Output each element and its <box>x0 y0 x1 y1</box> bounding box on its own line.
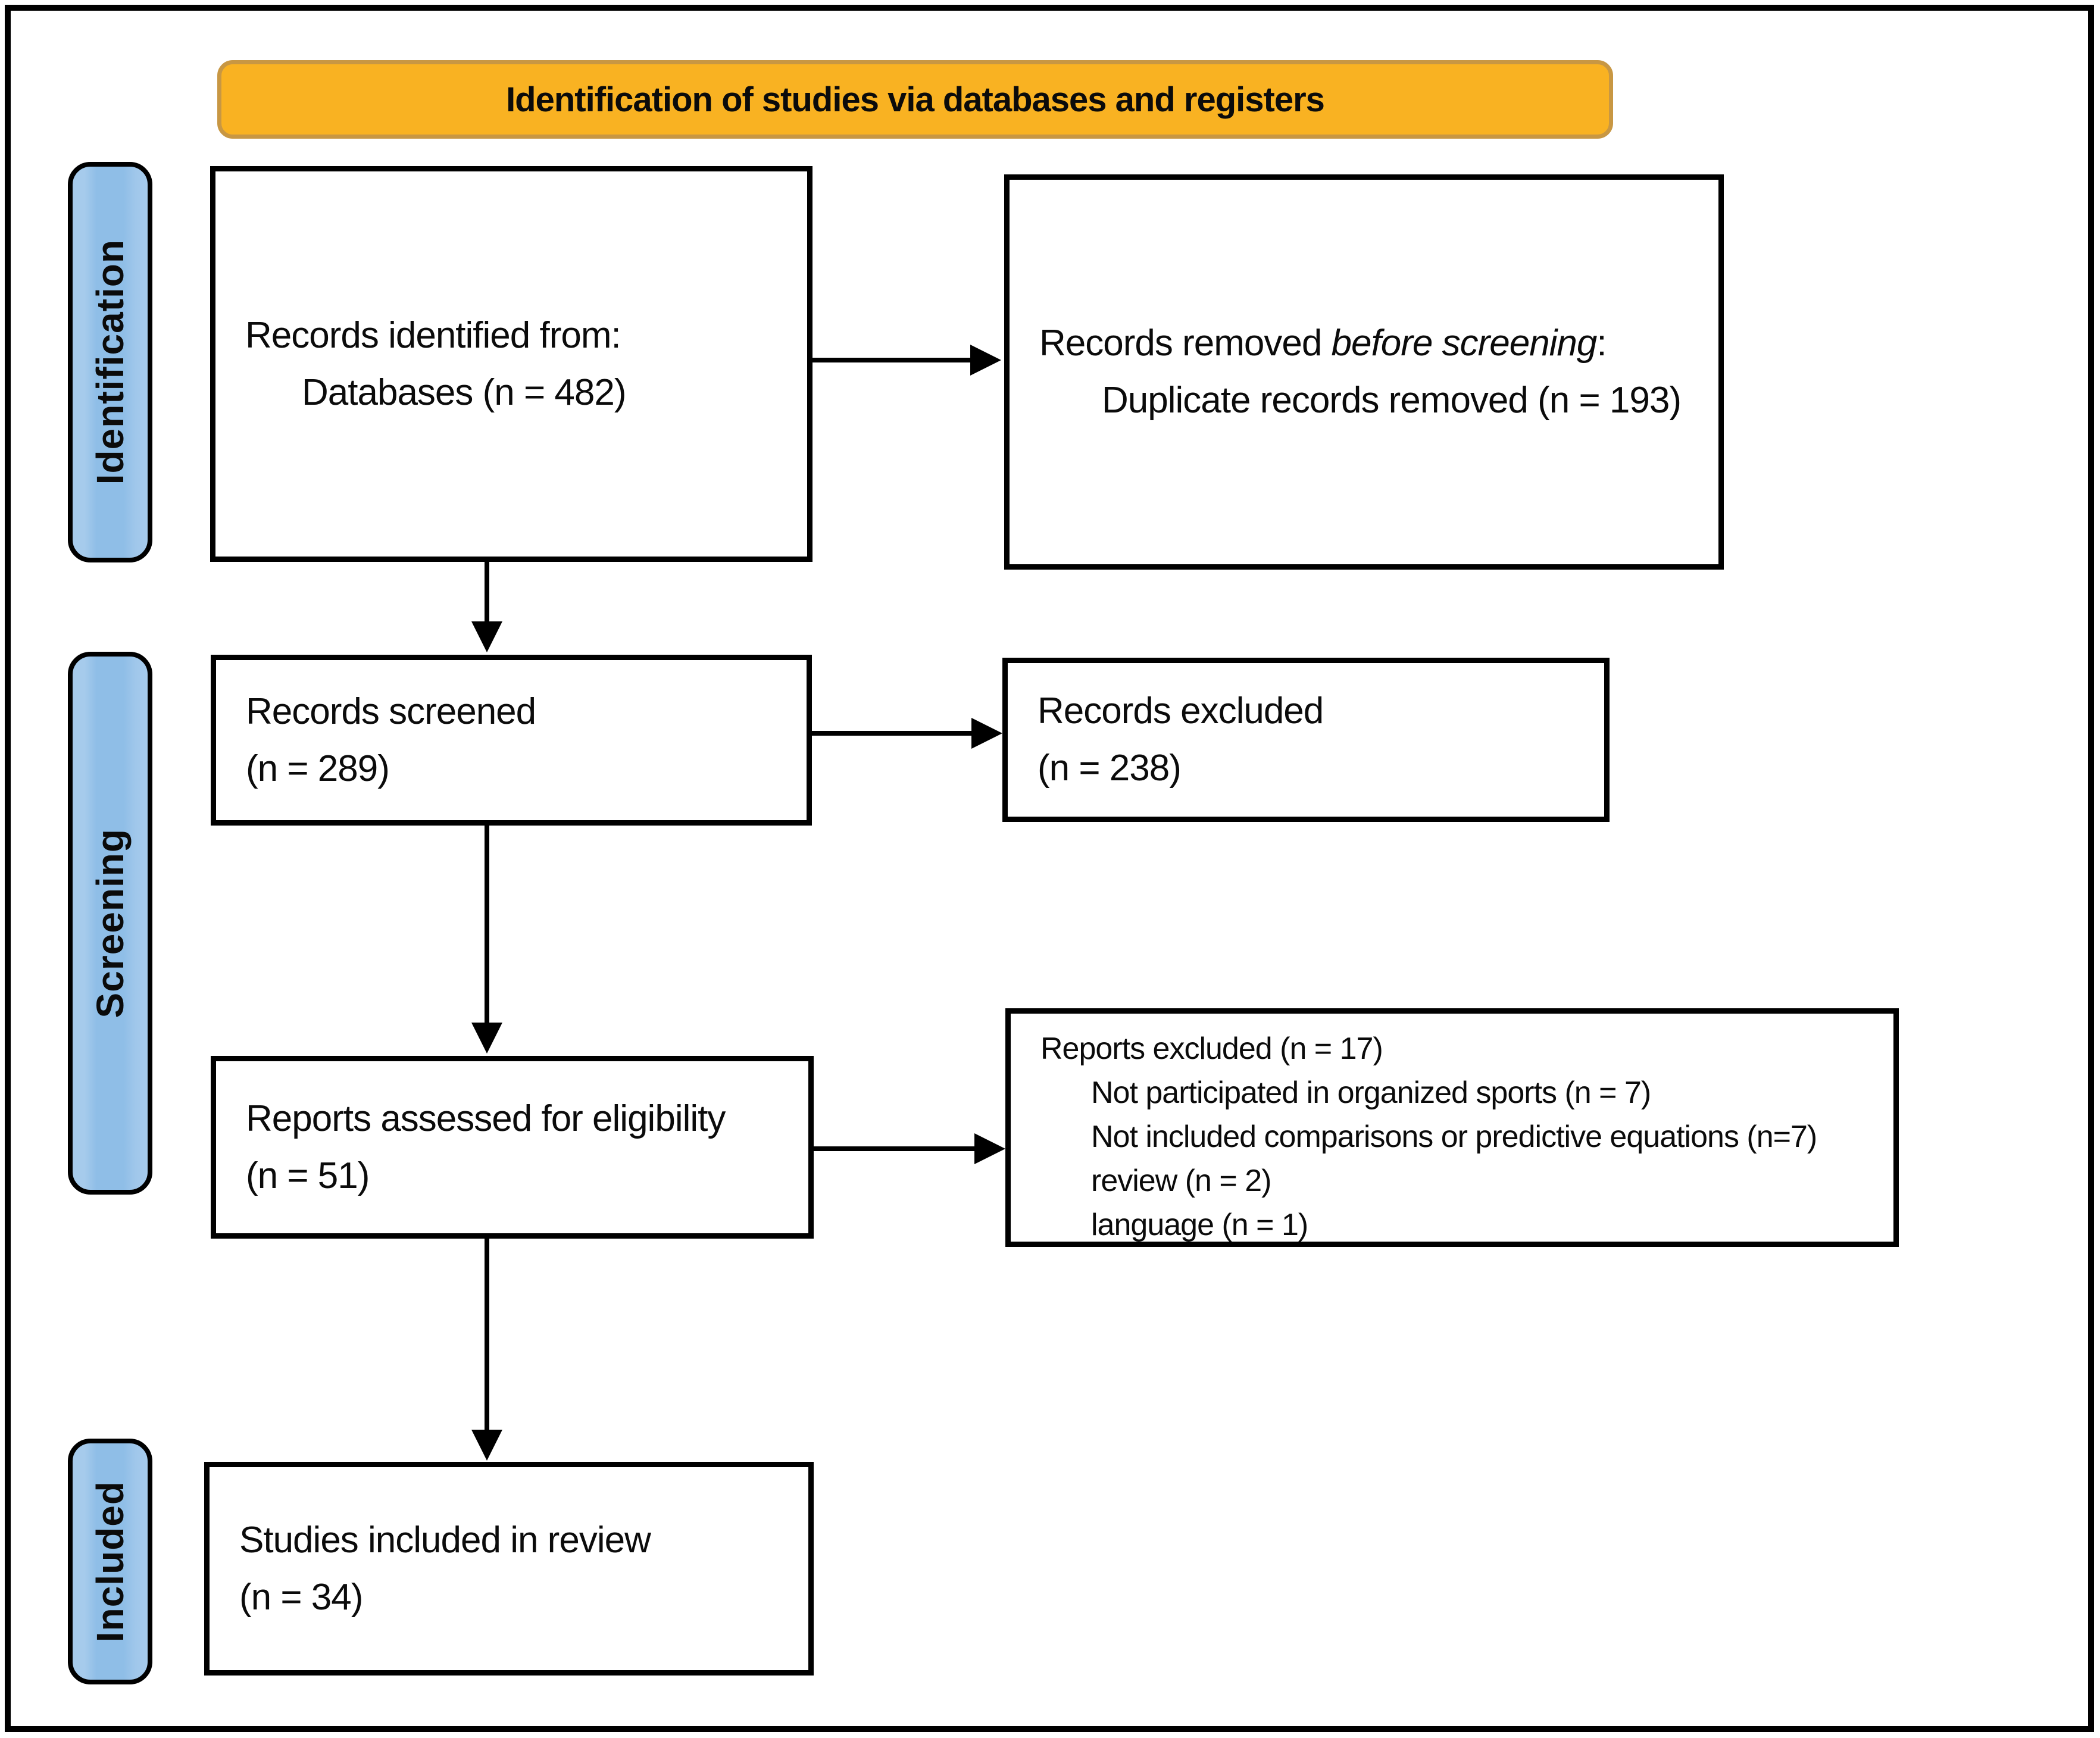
stage-label-included: Included <box>68 1439 152 1684</box>
arrow-identified-to-removed-line <box>810 358 971 362</box>
reports-excluded-reason-4: language (n = 1) <box>1091 1208 1308 1242</box>
box-studies-included: Studies included in review (n = 34) <box>204 1462 814 1676</box>
studies-included-line2: (n = 34) <box>239 1576 363 1618</box>
title-banner-text: Identification of studies via databases … <box>506 80 1325 119</box>
arrow-identified-to-screened-line <box>485 559 489 623</box>
records-screened-line1: Records screened <box>246 690 536 732</box>
arrow-assessed-to-reports-excluded-line <box>811 1146 976 1151</box>
outer-border <box>5 5 2094 1732</box>
reports-excluded-reason-1: Not participated in organized sports (n … <box>1091 1076 1651 1110</box>
records-identified-line2: Databases (n = 482) <box>302 371 627 413</box>
box-records-excluded: Records excluded (n = 238) <box>1002 658 1610 822</box>
records-screened-line2: (n = 289) <box>246 748 390 789</box>
box-records-identified: Records identified from: Databases (n = … <box>210 166 812 562</box>
box-reports-excluded: Reports excluded (n = 17) Not participat… <box>1005 1008 1899 1247</box>
arrow-screened-to-assessed-line <box>485 823 489 1023</box>
box-records-removed: Records removed before screening: Duplic… <box>1004 174 1724 570</box>
arrow-assessed-to-included-line <box>485 1236 489 1431</box>
stage-label-included-text: Included <box>89 1480 132 1643</box>
arrow-right-icon <box>970 345 1001 376</box>
records-removed-line1: Records removed before screening: <box>1039 315 1704 372</box>
arrow-down-icon <box>471 1023 502 1054</box>
reports-assessed-line1: Reports assessed for eligibility <box>246 1098 726 1139</box>
arrow-right-icon <box>974 1133 1005 1164</box>
records-excluded-line1: Records excluded <box>1038 690 1324 732</box>
box-reports-assessed: Reports assessed for eligibility (n = 51… <box>211 1056 814 1239</box>
records-removed-prefix: Records removed <box>1039 323 1332 364</box>
stage-label-screening: Screening <box>68 652 152 1195</box>
stage-label-identification-text: Identification <box>89 239 132 485</box>
studies-included-line1: Studies included in review <box>239 1519 651 1561</box>
records-excluded-line2: (n = 238) <box>1038 748 1182 789</box>
arrow-down-icon <box>471 1430 502 1461</box>
arrow-down-icon <box>471 621 502 652</box>
stage-label-screening-text: Screening <box>89 828 132 1018</box>
reports-excluded-reason-2: Not included comparisons or predictive e… <box>1091 1120 1817 1154</box>
title-banner: Identification of studies via databases … <box>217 60 1613 139</box>
arrow-right-icon <box>971 718 1002 749</box>
records-removed-suffix: : <box>1596 323 1607 364</box>
records-identified-line1: Records identified from: <box>245 314 621 356</box>
reports-excluded-reason-3: review (n = 2) <box>1091 1164 1271 1198</box>
stage-label-identification: Identification <box>68 162 152 562</box>
records-removed-italic: before screening <box>1331 323 1598 364</box>
reports-assessed-line2: (n = 51) <box>246 1155 370 1196</box>
reports-excluded-header: Reports excluded (n = 17) <box>1040 1031 1383 1066</box>
box-records-screened: Records screened (n = 289) <box>211 655 812 826</box>
records-removed-line2: Duplicate records removed (n = 193) <box>1102 380 1682 421</box>
arrow-screened-to-excluded-line <box>809 731 973 736</box>
